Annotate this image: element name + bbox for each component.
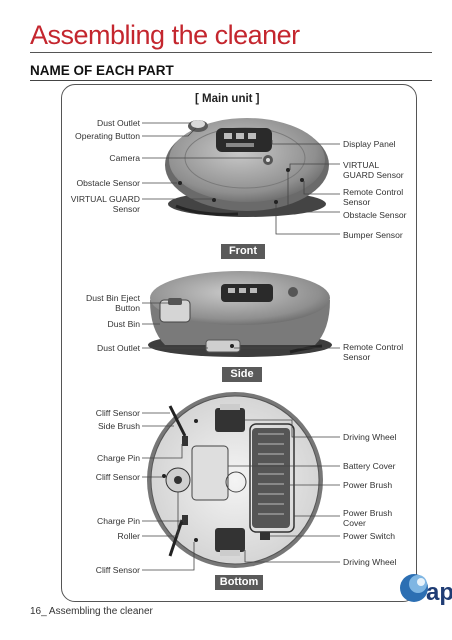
label-power-brush: Power Brush — [343, 480, 393, 490]
leader-lines — [142, 122, 340, 571]
label-obstacle-sensor-left: Obstacle Sensor — [76, 178, 140, 188]
label-virtual-guard-sensor-left-2: Sensor — [112, 204, 140, 214]
label-charge-pin-top: Charge Pin — [97, 453, 140, 463]
charge-pin-top — [182, 436, 188, 446]
label-virtual-guard-sensor-left-1: VIRTUAL GUARD — [70, 194, 140, 204]
label-driving-wheel-top: Driving Wheel — [343, 432, 397, 442]
label-virtual-guard-sensor-right-1: VIRTUAL — [343, 160, 380, 170]
label-charge-pin-bottom: Charge Pin — [97, 516, 140, 526]
label-remote-control-sensor-side-2: Sensor — [343, 352, 371, 362]
label-battery-cover: Battery Cover — [343, 461, 396, 471]
label-bumper-sensor: Bumper Sensor — [343, 230, 403, 240]
label-display-panel: Display Panel — [343, 139, 396, 149]
label-power-brush-cover-1: Power Brush — [343, 508, 393, 518]
brand-text: ap — [426, 579, 452, 606]
front-view-robot — [165, 118, 329, 217]
battery-cover — [191, 445, 229, 501]
power-brush-cover — [249, 423, 295, 533]
diagram-frame — [61, 84, 417, 602]
label-side-brush: Side Brush — [97, 421, 140, 431]
label-dust-bin-eject-2: Button — [115, 303, 140, 313]
label-remote-control-sensor-1: Remote Control — [343, 187, 404, 197]
label-dust-bin-eject-1: Dust Bin Eject — [86, 293, 140, 303]
label-cliff-sensor-top: Cliff Sensor — [95, 408, 140, 418]
label-dust-bin: Dust Bin — [107, 319, 140, 329]
label-dust-outlet-side: Dust Outlet — [97, 343, 140, 353]
brand-mark — [400, 574, 428, 602]
label-remote-control-sensor-side-1: Remote Control — [343, 342, 404, 352]
title-divider — [30, 52, 432, 53]
side-view-robot — [148, 271, 332, 357]
label-dust-outlet: Dust Outlet — [97, 118, 140, 128]
label-virtual-guard-sensor-right-2: GUARD Sensor — [343, 170, 404, 180]
label-obstacle-sensor-right: Obstacle Sensor — [343, 210, 407, 220]
main-unit-heading: [ Main unit ] — [195, 93, 260, 105]
label-cliff-sensor-bottom: Cliff Sensor — [95, 565, 140, 575]
label-camera: Camera — [109, 153, 140, 163]
label-power-brush-cover-2: Cover — [343, 518, 366, 528]
label-roller: Roller — [117, 531, 140, 541]
front-tag: Front — [221, 244, 265, 259]
label-driving-wheel-bottom: Driving Wheel — [343, 557, 397, 567]
label-remote-control-sensor-2: Sensor — [343, 197, 371, 207]
label-power-switch: Power Switch — [343, 531, 396, 541]
display-panel — [216, 128, 272, 152]
label-operating-button: Operating Button — [75, 131, 140, 141]
bottom-tag: Bottom — [215, 575, 263, 590]
page-footer: 16_ Assembling the cleaner — [30, 606, 153, 617]
dust-bin-eject-button — [168, 298, 182, 305]
charge-pin-bottom — [182, 515, 188, 525]
bottom-view-robot — [147, 392, 323, 568]
driving-wheel-top — [215, 408, 245, 432]
power-switch — [260, 532, 270, 540]
section-heading: NAME OF EACH PART — [30, 63, 174, 78]
section-divider — [30, 80, 432, 81]
power-brush — [252, 428, 290, 528]
label-cliff-sensor-mid: Cliff Sensor — [95, 472, 140, 482]
driving-wheel-bottom — [215, 528, 245, 552]
side-brush — [168, 405, 187, 437]
page-title: Assembling the cleaner — [30, 20, 300, 50]
side-tag: Side — [222, 367, 262, 382]
